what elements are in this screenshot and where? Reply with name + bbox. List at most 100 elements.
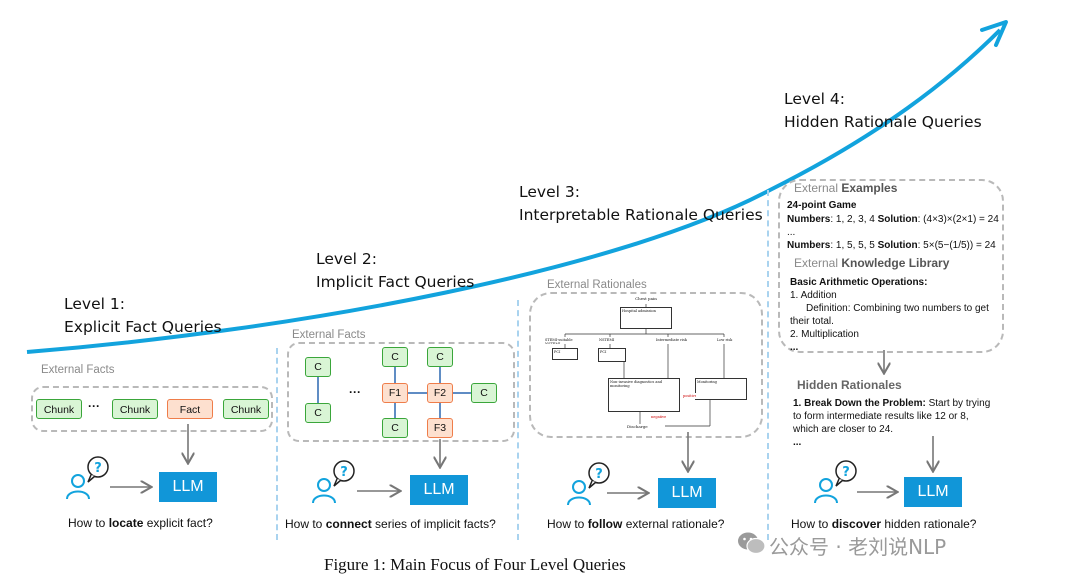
level3-flow-b4: Low risk [716,337,742,344]
level1-question-post: explicit fact? [143,516,213,530]
level3-llm-box: LLM [658,478,716,508]
level3-flow-pci1: PCI [552,348,578,360]
level3-question-pre: How to [547,517,588,531]
level4-examples-label: External Examples [794,181,897,195]
svg-text:?: ? [842,465,850,480]
level3-external-label: External Rationales [547,279,647,291]
level4-hidden-text: Start by trying to form intermediate res… [793,398,991,435]
level3-flow-monitoring: Monitoring [695,378,747,400]
level2-node-c4: C [382,418,408,438]
level1-chunk-3: Chunk [223,399,269,419]
level4-ex-ellipsis: ... [787,227,796,238]
level3-title-line2: Interpretable Rationale Queries [519,206,763,224]
level2-question-bold: connect [325,517,372,531]
separator-3 [767,190,769,540]
level2-question: How to connect series of implicit facts? [285,517,496,531]
level4-title-line1: Level 4: [784,90,845,108]
level4-kb-label-pre: External [794,256,842,270]
level4-llm-box: LLM [904,477,962,507]
level4-ex1-solution-label: Solution [877,214,918,225]
level4-ex2-solution: : 5×(5−(1/5)) = 24 [917,240,996,251]
svg-text:?: ? [340,465,348,480]
level1-fact: Fact [167,399,213,419]
level4-external-box [778,179,1004,353]
level4-game-title: 24-point Game [787,200,857,211]
level3-flow-positive: positive [682,393,696,399]
level4-kb-item1: 1. Addition [790,290,837,301]
watermark-text: 公众号 · 老刘说NLP [769,535,947,559]
separator-1 [276,348,278,540]
level2-title-line2: Implicit Fact Queries [316,273,475,291]
level4-hidden-bold: 1. Break Down the Problem: [793,398,926,409]
svg-text:?: ? [595,467,603,482]
level4-kb-item2: 2. Multiplication [790,329,859,340]
level1-title: Level 1: Explicit Fact Queries [64,293,222,339]
level3-user-question-icon: ? [567,462,610,506]
level2-node-c5: C [427,347,453,367]
wechat-logo-icon [738,532,766,555]
level1-chunk-1: Chunk [36,399,82,419]
level3-flow-discharge: Discharge [626,424,648,431]
level2-node-c3: C [382,347,408,367]
level4-kb-ellipsis: ... [790,342,799,353]
level2-title-line1: Level 2: [316,250,377,268]
level1-title-line2: Explicit Fact Queries [64,318,222,336]
level2-node-c6: C [471,383,497,403]
level3-rationale-box [529,292,763,438]
level2-node-f1: F1 [382,383,408,403]
level2-title: Level 2: Implicit Fact Queries [316,248,474,294]
level4-kb-title: Basic Arithmetic Operations: [790,277,928,288]
level4-ex2-numbers-label: Numbers [787,240,831,251]
level4-examples: 24-point Game Numbers: 1, 2, 3, 4 Soluti… [787,199,1002,252]
level4-title: Level 4: Hidden Rationale Queries [784,88,982,134]
level4-user-question-icon: ? [814,460,857,504]
level2-question-post: series of implicit facts? [371,517,496,531]
level2-facts-box [287,342,515,442]
level2-node-c2: C [305,403,331,423]
level4-example-2: Numbers: 1, 5, 5, 5 Solution: 5×(5−(1/5)… [787,239,1002,252]
level4-ex1-numbers: : 1, 2, 3, 4 [830,214,878,225]
level1-llm-box: LLM [159,472,217,502]
level4-examples-label-bold: Examples [841,181,898,195]
level2-user-question-icon: ? [312,460,355,504]
level4-ex2-numbers: : 1, 5, 5, 5 [830,240,878,251]
level4-question: How to discover hidden rationale? [791,517,976,531]
level3-title: Level 3: Interpretable Rationale Queries [519,181,763,227]
level4-examples-label-pre: External [794,181,842,195]
level1-external-label: External Facts [41,364,115,376]
level3-flow-b2: NSTEMI [598,337,628,344]
level1-facts-box [31,386,273,432]
level1-question-pre: How to [68,516,109,530]
level3-flow-noninv: Non-invasive diagnostics and monitoring [608,378,680,412]
separator-2 [517,300,519,540]
level4-ex1-solution: : (4×3)×(2×1) = 24 [917,214,999,225]
level3-flow-b3: Intermediate risk [655,337,689,344]
level3-flow-b1: STEMI-suitable NSTEMI [544,337,588,344]
level2-ellipsis: ··· [349,385,361,399]
level4-kb-label-bold: Knowledge Library [841,256,950,270]
svg-text:?: ? [94,461,102,476]
level4-hidden-label: Hidden Rationales [797,378,902,392]
level1-title-line1: Level 1: [64,295,125,313]
level2-node-f3: F3 [427,418,453,438]
level4-title-line2: Hidden Rationale Queries [784,113,982,131]
level4-kb-label: External Knowledge Library [794,256,949,270]
level3-flow-admission: Hospital admission [620,307,672,329]
level3-title-line1: Level 3: [519,183,580,201]
figure-caption: Figure 1: Main Focus of Four Level Queri… [324,555,626,574]
level4-hidden-ellipsis: ... [793,437,802,448]
level4-ex1-numbers-label: Numbers [787,214,831,225]
level4-example-1: Numbers: 1, 2, 3, 4 Solution: (4×3)×(2×1… [787,213,1002,226]
level4-question-pre: How to [791,517,832,531]
level4-hidden-text-block: 1. Break Down the Problem: Start by tryi… [793,397,993,436]
level4-kb-def: Definition: Combining two numbers to get… [790,303,989,327]
level2-llm-box: LLM [410,475,468,505]
level3-question: How to follow external rationale? [547,517,724,531]
level1-ellipsis: ··· [88,399,100,413]
level1-question-bold: locate [108,516,144,530]
level1-question: How to locate explicit fact? [68,516,213,530]
level3-question-post: external rationale? [622,517,725,531]
level3-flow-pci2: PCI [598,348,626,362]
level2-question-pre: How to [285,517,326,531]
